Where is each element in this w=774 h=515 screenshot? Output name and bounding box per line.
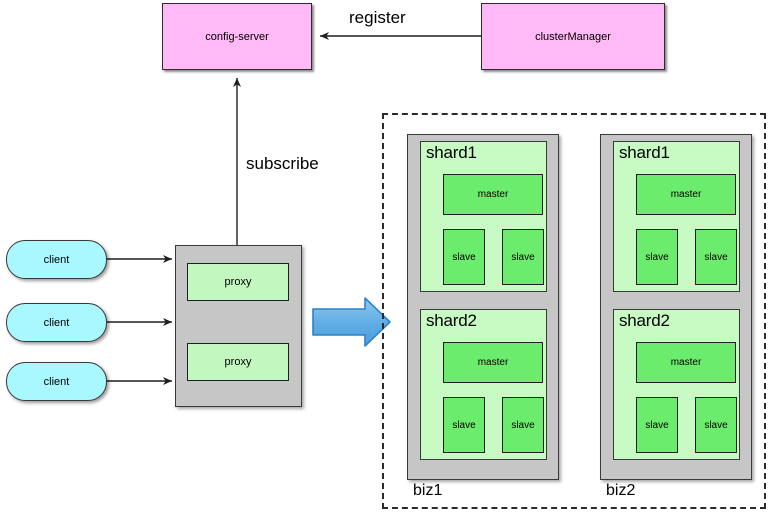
client-node-1[interactable]: client [6,240,107,279]
proxy-group-container: proxy proxy [175,245,302,407]
cluster-region-dashed-border [382,113,766,509]
client-label-3: client [43,375,70,388]
biz1-shard1-master-label: master [477,189,509,200]
biz2-shard1-title: shard1 [619,143,670,162]
biz1-shard1-title: shard1 [426,143,477,162]
biz1-shard2-slave-1[interactable]: slave [443,397,485,453]
biz2-shard2-slave-1[interactable]: slave [636,397,678,453]
biz2-label: biz2 [606,482,636,499]
biz2-shard1-master[interactable]: master [636,174,736,215]
biz1-shard1-slave-1[interactable]: slave [443,229,485,285]
register-edge-label: register [349,8,406,27]
biz1-shard2-title: shard2 [426,311,477,330]
config-server-label: config-server [205,30,269,43]
biz2-shard2-slave-2[interactable]: slave [695,397,737,453]
config-server-node[interactable]: config-server [162,3,312,70]
proxy-label-2: proxy [224,356,252,368]
client-node-3[interactable]: client [6,362,107,401]
biz2-shard1-slave-2-label: slave [704,251,728,263]
biz2-shard1-slave-1-label: slave [645,251,669,263]
biz2-shard1-slave-1[interactable]: slave [636,229,678,285]
biz1-shard1-master[interactable]: master [443,174,543,215]
biz2-shard1-slave-2[interactable]: slave [695,229,737,285]
biz1-shard1-slave-2-label: slave [511,251,535,263]
biz1-shard2-master-label: master [477,357,509,368]
biz2-shard2-title: shard2 [619,311,670,330]
biz2-shard2-slave-2-label: slave [704,419,728,431]
biz2-container: shard1 master slave slave shard2 master … [600,134,752,480]
subscribe-edge-label: subscribe [246,154,319,173]
cluster-manager-node[interactable]: clusterManager [481,3,665,70]
cluster-manager-label: clusterManager [535,30,611,43]
biz1-shard1-slave-2[interactable]: slave [502,229,544,285]
biz1-shard2-slave-2-label: slave [511,419,535,431]
proxy-label-1: proxy [224,276,252,288]
biz2-shard2-master-label: master [670,357,702,368]
biz1-shard2-slave-2[interactable]: slave [502,397,544,453]
biz1-shard1-slave-1-label: slave [452,251,476,263]
biz1-label: biz1 [413,482,443,499]
biz1-shard2-master[interactable]: master [443,342,543,383]
proxy-node-1[interactable]: proxy [187,263,289,301]
biz1-shard2-panel[interactable]: shard2 master slave slave [420,309,547,460]
biz2-shard1-master-label: master [670,189,702,200]
client-label-2: client [43,316,70,329]
client-label-1: client [43,253,70,266]
biz1-shard2-slave-1-label: slave [452,419,476,431]
biz2-shard2-slave-1-label: slave [645,419,669,431]
biz2-shard1-panel[interactable]: shard1 master slave slave [613,141,740,292]
biz1-container: shard1 master slave slave shard2 master … [407,134,559,480]
biz1-shard1-panel[interactable]: shard1 master slave slave [420,141,547,292]
proxy-node-2[interactable]: proxy [187,343,289,381]
biz2-shard2-master[interactable]: master [636,342,736,383]
client-node-2[interactable]: client [6,303,107,342]
biz2-shard2-panel[interactable]: shard2 master slave slave [613,309,740,460]
blue-right-arrow-icon [312,297,391,347]
